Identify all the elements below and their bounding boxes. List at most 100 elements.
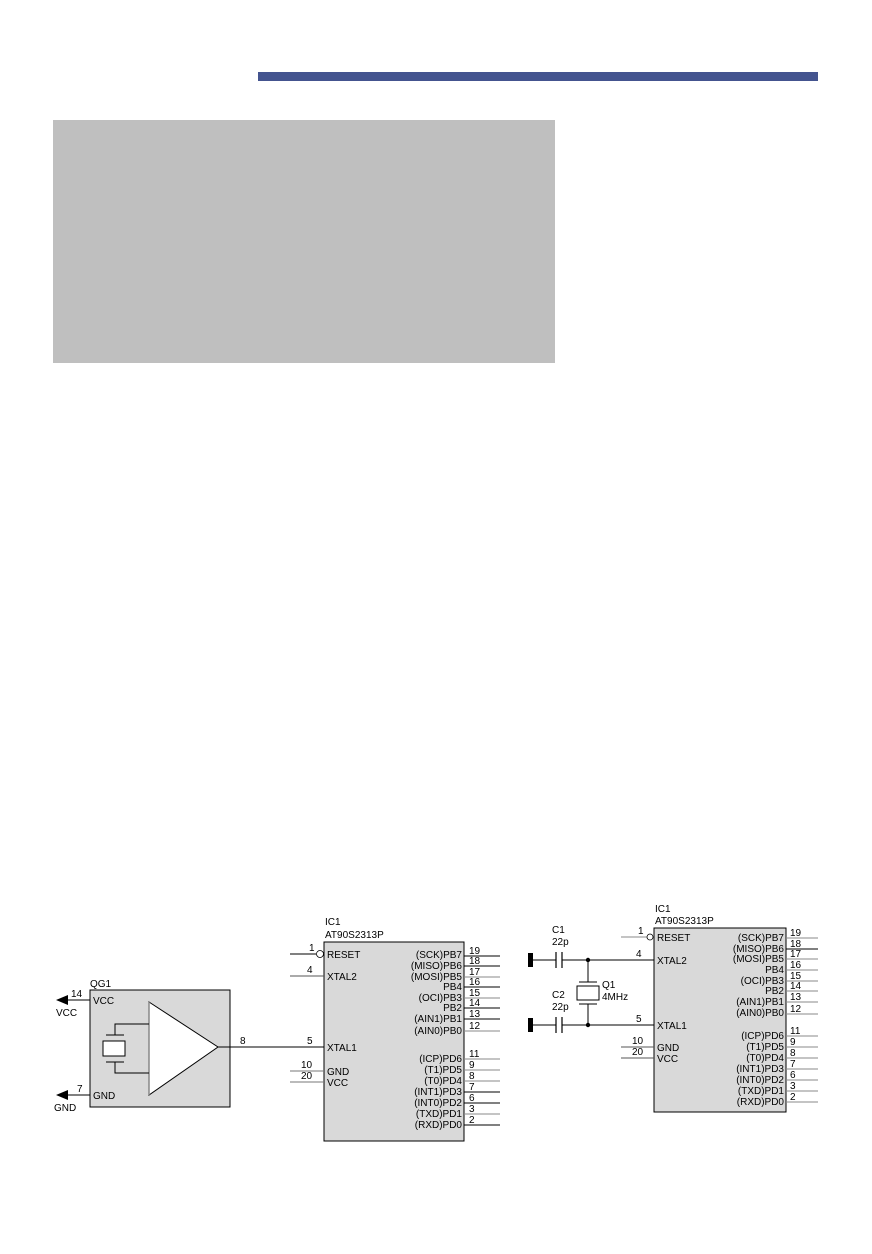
pin-name: PB4	[765, 965, 784, 976]
pin-name: (TXD)PD1	[738, 1086, 785, 1097]
crystal-ref-label: Q1	[602, 980, 616, 991]
pin-name: (TXD)PD1	[416, 1109, 463, 1120]
pin-name: XTAL2	[327, 972, 357, 983]
pin-name: RESET	[327, 950, 360, 961]
pin-name: (MISO)PB6	[411, 961, 463, 972]
schematic-diagrams: QG1 14 VCC VCC 7 GND GND 8 IC1 AT90S2313…	[54, 904, 818, 1142]
pin-number: 7	[469, 1082, 475, 1093]
pin-number: 7	[790, 1059, 796, 1070]
pin-name: (T0)PD4	[424, 1076, 462, 1087]
ground-bar-icon	[528, 1018, 533, 1032]
pin-number: 10	[632, 1036, 644, 1047]
ic-ref-label: IC1	[325, 917, 341, 928]
ic1-left: IC1 AT90S2313P 1 RESET 4 XTAL2 5 XTAL1 1…	[290, 917, 500, 1142]
pin-name: (T1)PD5	[424, 1065, 462, 1076]
pin-number: 13	[790, 992, 802, 1003]
ic1-right: IC1 AT90S2313P 1 RESET XTAL2 XTAL1 10 GN…	[621, 904, 818, 1113]
pin-name: VCC	[657, 1054, 678, 1065]
pin-name: (T0)PD4	[746, 1053, 784, 1064]
pin-number: 1	[309, 943, 315, 954]
pin-name: (MISO)PB6	[733, 944, 785, 955]
pin-name: (OCI)PB3	[741, 976, 785, 987]
ic-ref-label: IC1	[655, 904, 671, 915]
pin-number: 12	[790, 1004, 802, 1015]
pin-number: 14	[790, 981, 802, 992]
pin-name: (ICP)PD6	[419, 1054, 462, 1065]
ic-part-label: AT90S2313P	[655, 916, 714, 927]
inverted-pin-icon	[646, 933, 654, 941]
crystal-value-label: 4MHz	[602, 992, 628, 1003]
crystal-q1-icon	[576, 985, 600, 1001]
pin-number: 9	[469, 1060, 475, 1071]
pin-name: (AIN1)PB1	[736, 997, 784, 1008]
pin-number: 7	[77, 1084, 83, 1095]
pin-name: (SCK)PB7	[416, 950, 463, 961]
pin-name: (T1)PD5	[746, 1042, 784, 1053]
c1-value-label: 22p	[552, 937, 569, 948]
pin-number: 4	[307, 965, 313, 976]
pin-number: 15	[469, 988, 481, 999]
pin-number: 18	[469, 956, 481, 967]
pin-number: 11	[469, 1049, 480, 1060]
image-placeholder	[53, 120, 555, 363]
c1-ref-label: C1	[552, 925, 565, 936]
pin-number: 17	[469, 967, 481, 978]
net-label-vcc: VCC	[56, 1008, 77, 1019]
oscillator-ref-label: QG1	[90, 979, 112, 990]
output-pin-number: 8	[240, 1036, 246, 1047]
vcc-arrow-icon	[56, 995, 68, 1005]
pin-number: 5	[636, 1014, 642, 1025]
pin-number: 8	[469, 1071, 475, 1082]
pin-number: 11	[790, 1026, 801, 1037]
pin-name: (OCI)PB3	[419, 993, 463, 1004]
ground-bar-icon	[528, 953, 533, 967]
pin-number: 14	[469, 998, 481, 1009]
pin-number: 19	[790, 928, 802, 939]
pin-number: 14	[71, 989, 83, 1000]
crystal-circuit: C1 22p 4 Q1 4MHz C2 22p 5	[528, 925, 654, 1033]
pin-name: VCC	[93, 996, 114, 1007]
pin-name: VCC	[327, 1078, 348, 1089]
c2-ref-label: C2	[552, 990, 565, 1001]
pin-number: 2	[790, 1092, 796, 1103]
c2-value-label: 22p	[552, 1002, 569, 1013]
pin-name: (SCK)PB7	[738, 933, 785, 944]
pin-number: 4	[636, 949, 642, 960]
pin-name: (AIN0)PB0	[414, 1026, 462, 1037]
pin-name: (AIN0)PB0	[736, 1008, 784, 1019]
pin-number: 1	[638, 926, 644, 937]
pin-number: 16	[469, 977, 481, 988]
pin-number: 12	[469, 1021, 481, 1032]
pin-number: 6	[790, 1070, 796, 1081]
pin-name: (INT0)PD2	[736, 1075, 784, 1086]
pin-number: 16	[790, 960, 802, 971]
pin-name: GND	[327, 1067, 349, 1078]
pin-number: 15	[790, 971, 802, 982]
pin-number: 2	[469, 1115, 475, 1126]
pin-number: 13	[469, 1009, 481, 1020]
pin-name: RESET	[657, 933, 690, 944]
pin-name: (INT1)PD3	[736, 1064, 784, 1075]
pin-number: 19	[469, 946, 481, 957]
pin-name: (MOSI)PB5	[733, 954, 785, 965]
pin-name: PB4	[443, 982, 462, 993]
pin-name: GND	[93, 1091, 115, 1102]
pin-number: 5	[307, 1036, 313, 1047]
pin-number: 17	[790, 949, 802, 960]
pin-name: (AIN1)PB1	[414, 1014, 462, 1025]
pin-name: XTAL2	[657, 956, 687, 967]
pin-number: 18	[790, 939, 802, 950]
pin-number: 3	[469, 1104, 475, 1115]
pin-name: PB2	[765, 986, 784, 997]
header-bar	[258, 72, 818, 81]
pin-number: 3	[790, 1081, 796, 1092]
pin-name: (RXD)PD0	[737, 1097, 785, 1108]
pin-name: XTAL1	[657, 1021, 687, 1032]
inverted-pin-icon	[316, 950, 324, 958]
pin-number: 6	[469, 1093, 475, 1104]
pin-number: 20	[301, 1071, 313, 1082]
pin-name: (INT0)PD2	[414, 1098, 462, 1109]
crystal-icon	[102, 1023, 149, 1074]
pin-name: (ICP)PD6	[741, 1031, 784, 1042]
pin-name: (RXD)PD0	[415, 1120, 463, 1131]
